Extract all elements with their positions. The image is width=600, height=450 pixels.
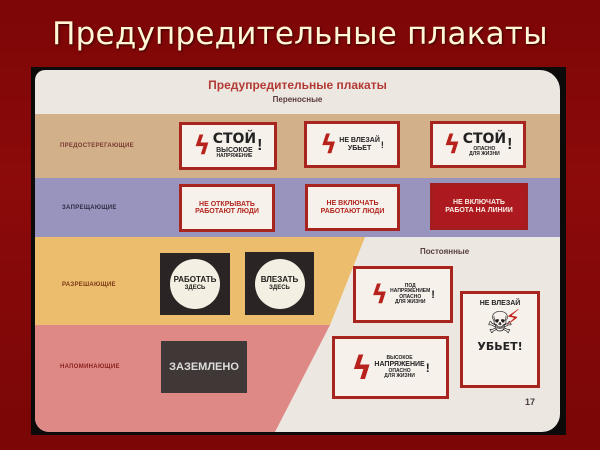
- row-label-reminding: Напоминающие: [60, 364, 120, 370]
- sign-do-not-switch-on-line: НЕ ВКЛЮЧАТЬ РАБОТА НА ЛИНИИ: [430, 183, 528, 230]
- lightning-bolt-icon: ϟ: [351, 348, 373, 387]
- row-label-prohibiting: Запрещающие: [62, 205, 117, 211]
- sign-climb-here: ВЛЕЗАТЬ ЗДЕСЬ: [245, 252, 314, 315]
- portable-label: Переносные: [272, 95, 323, 104]
- page-number: 17: [525, 397, 536, 407]
- sign-grounded: ЗАЗЕМЛЕНО: [161, 341, 247, 393]
- slide-title: Предупредительные плакаты: [52, 16, 548, 52]
- poster-title: Предупредительные плакаты: [208, 78, 387, 92]
- sign-stop-danger-to-life: ϟ СТОЙ ОПАСНО ДЛЯ ЖИЗНИ !: [430, 121, 526, 168]
- sign-do-not-switch-on-people: НЕ ВКЛЮЧАТЬ РАБОТАЮТ ЛЮДИ: [305, 184, 400, 231]
- warning-posters-image: Предупредительные плакаты Переносные Пре…: [35, 70, 560, 432]
- lightning-bolt-icon: ϟ: [371, 279, 389, 310]
- skull-lightning-icon: ☠ ⚡: [486, 306, 521, 341]
- lightning-bolt-icon: ϟ: [193, 131, 211, 161]
- lightning-bolt-icon: ϟ: [320, 129, 338, 160]
- sign-under-voltage: ϟ ПОД НАПРЯЖЕНИЕМ ОПАСНО ДЛЯ ЖИЗНИ !: [353, 266, 453, 323]
- row-label-cautionary: Предостерегающие: [60, 143, 134, 149]
- sign-do-not-open: НЕ ОТКРЫВАТЬ РАБОТАЮТ ЛЮДИ: [179, 184, 275, 232]
- sign-high-voltage-danger: ϟ ВЫСОКОЕ НАПРЯЖЕНИЕ ОПАСНО ДЛЯ ЖИЗНИ !: [332, 336, 449, 399]
- row-label-permitting: Разрешающие: [62, 282, 116, 288]
- lightning-bolt-icon: ϟ: [443, 129, 461, 160]
- sign-do-not-climb: ϟ НЕ ВЛЕЗАЙ УБЬЕТ !: [304, 121, 400, 168]
- sign-stop-high-voltage: ϟ СТОЙ ВЫСОКОЕ НАПРЯЖЕНИЕ !: [179, 122, 277, 170]
- permanent-label: Постоянные: [420, 247, 470, 256]
- sign-work-here: РАБОТАТЬ ЗДЕСЬ: [160, 253, 230, 315]
- sign-skull-do-not-climb: НЕ ВЛЕЗАЙ ☠ ⚡ УБЬЕТ!: [460, 291, 540, 388]
